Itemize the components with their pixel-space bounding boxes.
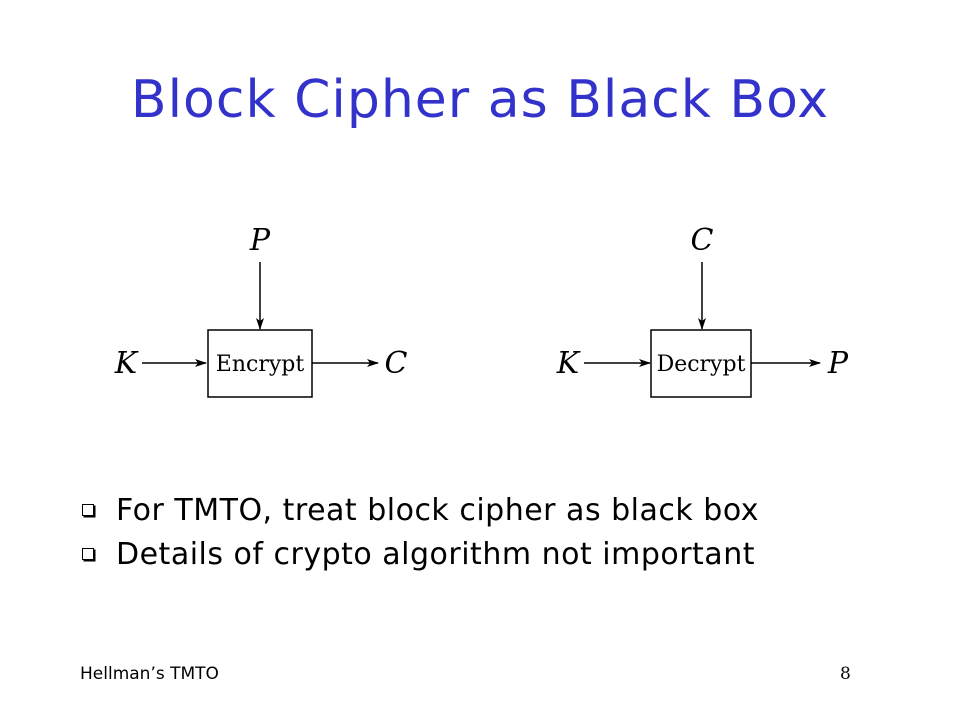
bullet-text: Details of crypto algorithm not importan… — [116, 536, 755, 572]
bullet-item: Details of crypto algorithm not importan… — [80, 532, 759, 576]
square-bullet-icon — [82, 548, 94, 560]
encrypt-plaintext-label: P — [249, 223, 271, 258]
bullet-item: For TMTO, treat block cipher as black bo… — [80, 488, 759, 532]
encrypt-block: P K Encrypt C — [114, 223, 408, 398]
page-number: 8 — [840, 664, 851, 684]
footer-title: Hellman’s TMTO — [80, 664, 219, 684]
decrypt-key-label: K — [556, 346, 581, 381]
bullet-list: For TMTO, treat block cipher as black bo… — [80, 488, 759, 576]
decrypt-block: C K Decrypt P — [556, 223, 849, 398]
bullet-text: For TMTO, treat block cipher as black bo… — [116, 492, 759, 528]
encrypt-ciphertext-label: C — [385, 346, 408, 381]
encrypt-key-label: K — [114, 346, 139, 381]
decrypt-box-label: Decrypt — [657, 352, 746, 377]
decrypt-plaintext-label: P — [827, 346, 849, 381]
slide-title: Block Cipher as Black Box — [130, 70, 830, 130]
encrypt-box-label: Encrypt — [216, 352, 305, 377]
square-bullet-icon — [82, 504, 94, 516]
decrypt-ciphertext-label: C — [691, 223, 714, 258]
